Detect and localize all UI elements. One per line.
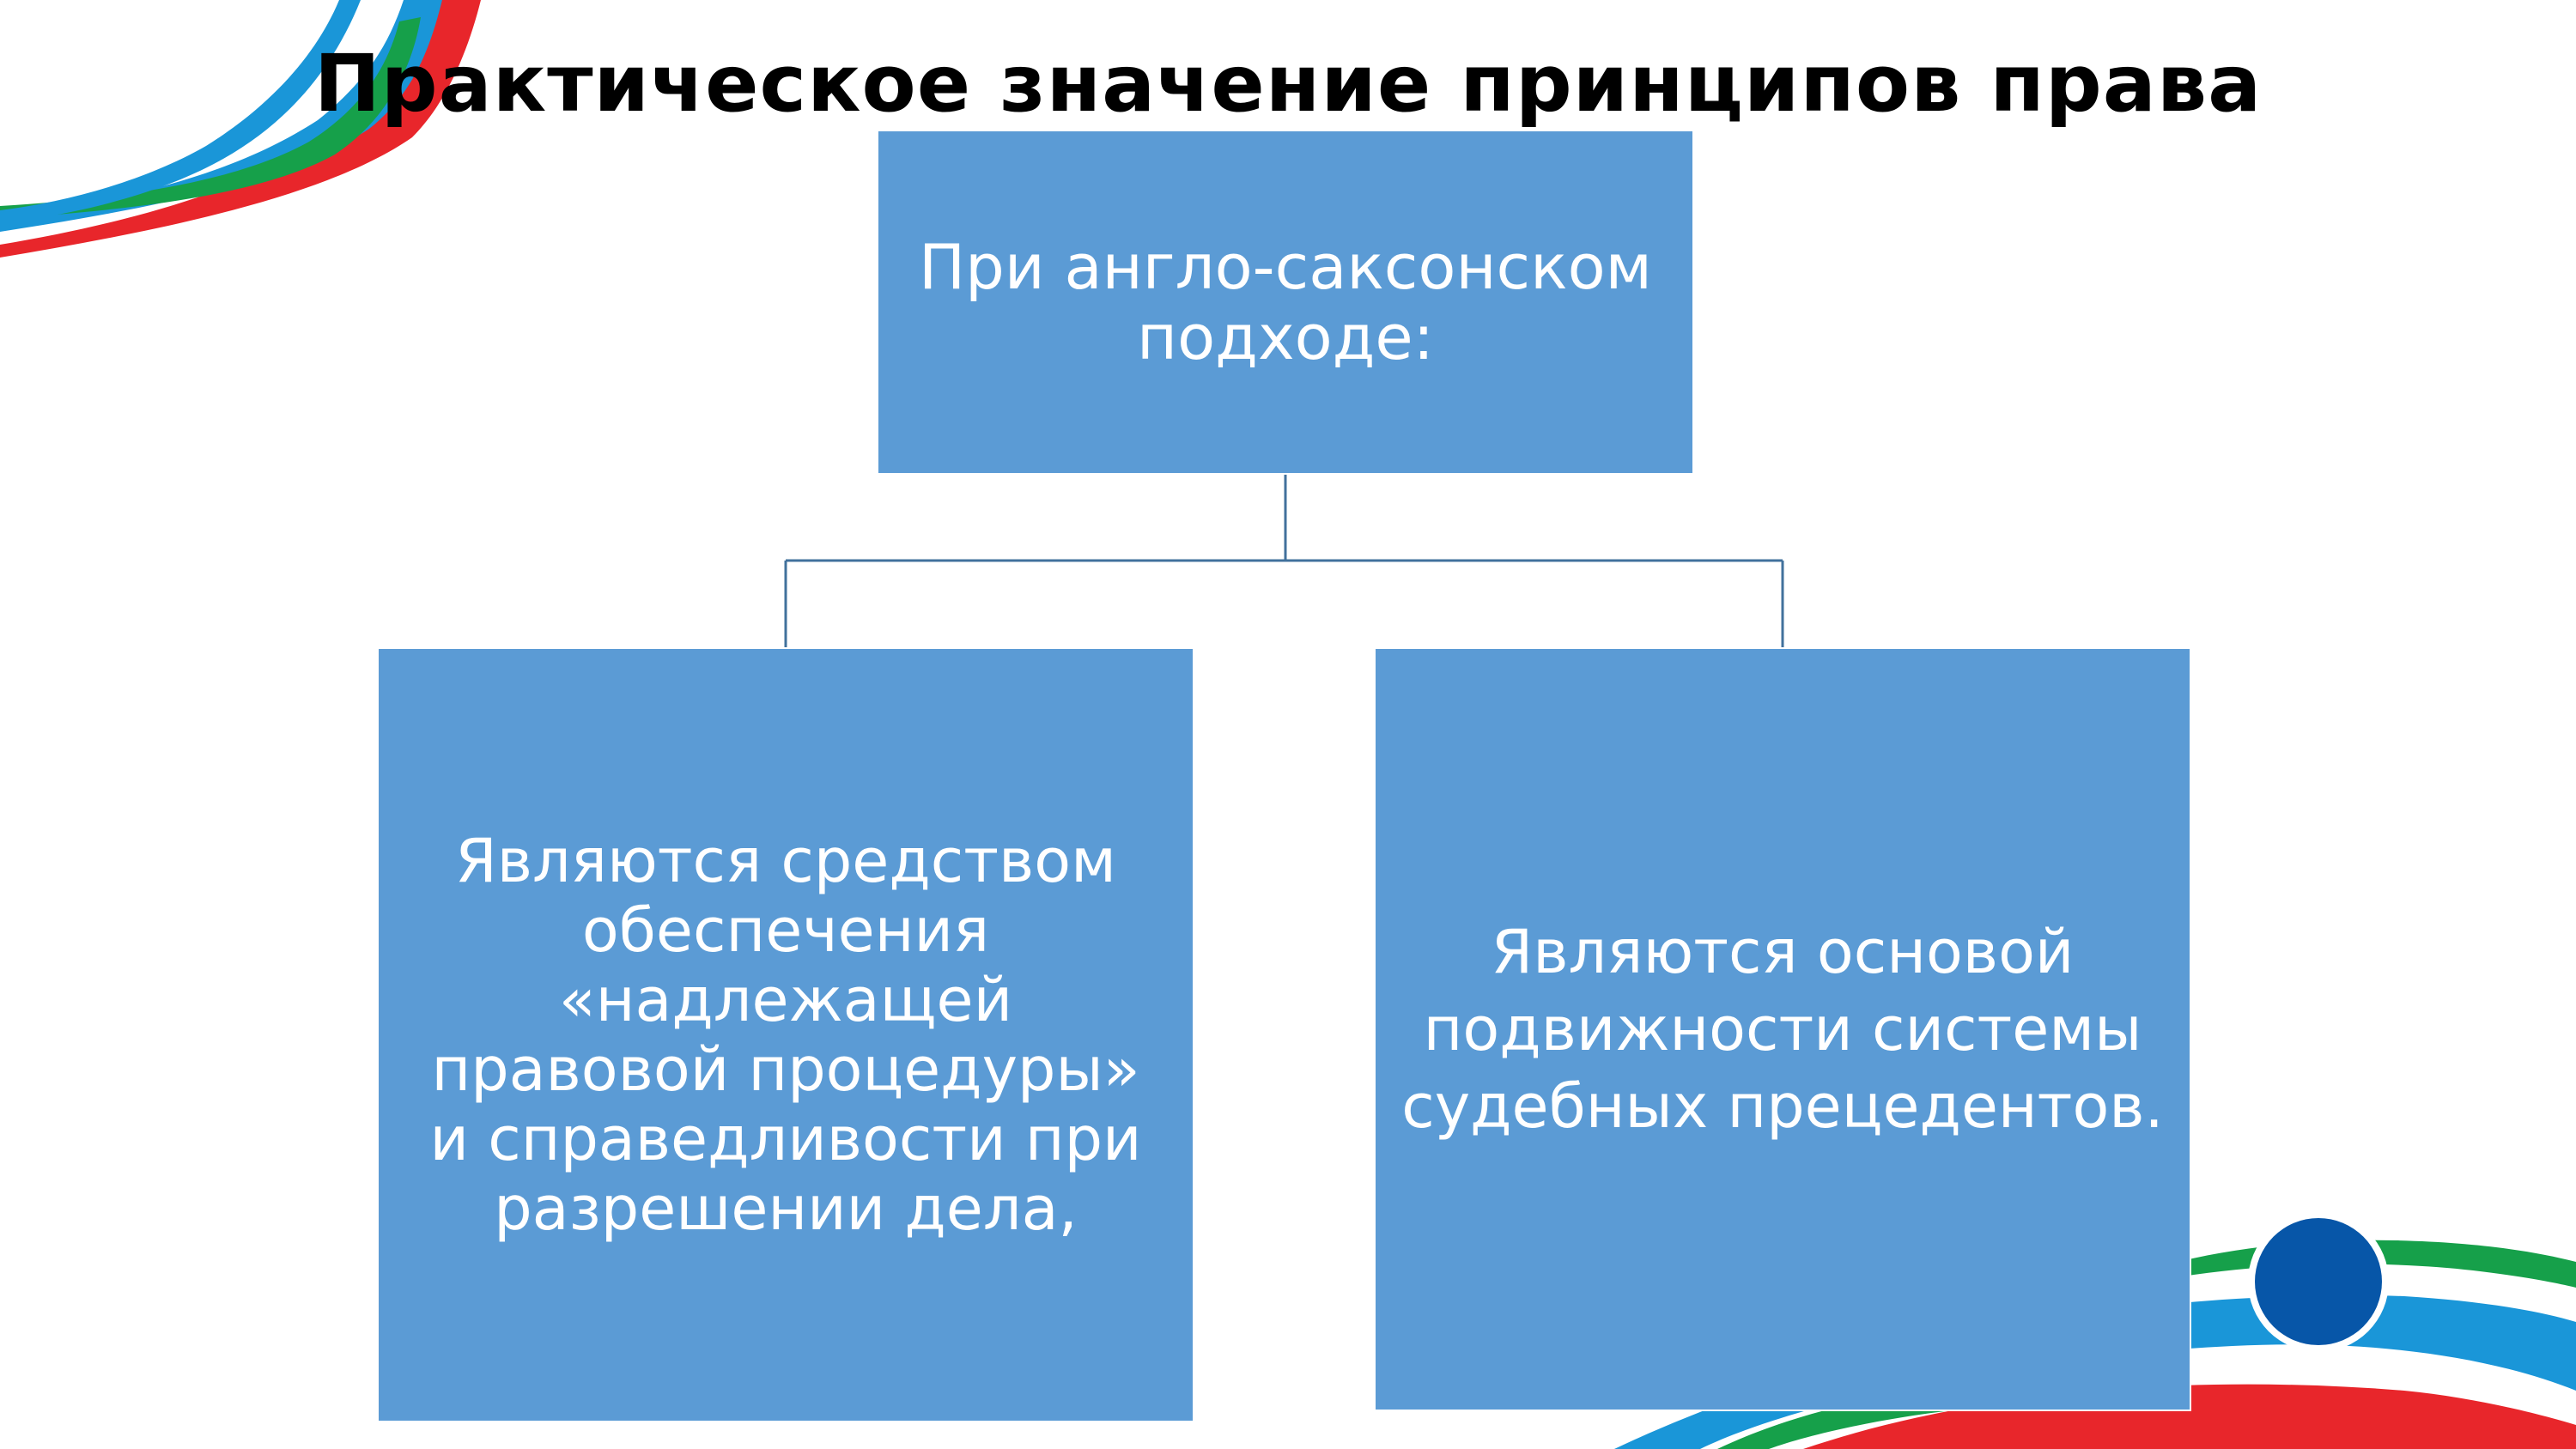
diagram-child-text-right: Являются основой подвижности системы суд… bbox=[1401, 917, 2164, 1142]
diagram-root-text: При англо-саксонском подходе: bbox=[919, 231, 1652, 373]
diagram-root-box: При англо-саксонском подходе: bbox=[877, 130, 1694, 475]
diagram-child-box-right: Являются основой подвижности системы суд… bbox=[1374, 647, 2191, 1411]
diagram-child-box-left: Являются средством обеспечения «надлежащ… bbox=[377, 647, 1194, 1422]
diagram-child-text-left: Являются средством обеспечения «надлежащ… bbox=[429, 825, 1142, 1244]
slide-title: Практическое значение принципов права bbox=[313, 38, 2263, 130]
